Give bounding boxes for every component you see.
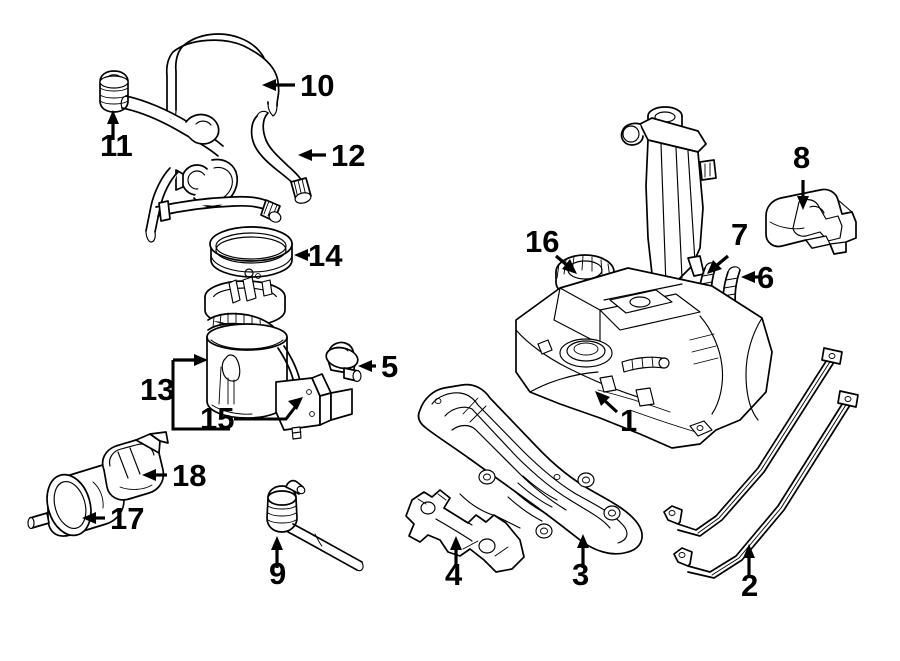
callout-leader-9: [271, 536, 283, 568]
callout-label-1: 1: [620, 403, 637, 438]
callout-label-17: 17: [110, 501, 144, 536]
callout-leader-7: [707, 254, 730, 274]
part-fuel-vapor-hose-long: [165, 33, 280, 120]
callout-leader-3: [577, 534, 589, 568]
part-fuel-filter: [27, 462, 142, 537]
part-heat-shield: [417, 383, 643, 555]
callout-leader-4: [450, 536, 462, 568]
callout-leader-11: [107, 110, 119, 140]
part-fuel-line-assembly: [99, 70, 282, 243]
part-fuel-pump-module: [204, 268, 353, 440]
callout-leader-2: [743, 544, 755, 578]
callout-label-3: 3: [572, 557, 589, 592]
part-tank-support-bracket: [405, 489, 525, 573]
part-rollover-valve-with-tube: [266, 479, 364, 572]
callout-leader-8: [797, 180, 809, 210]
part-fuel-vapor-hose-short: [250, 110, 312, 204]
callout-leader-18: [142, 469, 167, 481]
callout-label-2: 2: [741, 568, 758, 603]
callout-leader-12: [298, 149, 326, 161]
callout-leader-6: [741, 271, 762, 283]
callout-label-8: 8: [793, 140, 810, 175]
part-fuel-pressure-regulator: [325, 341, 362, 383]
callout-label-10: 10: [300, 68, 334, 103]
callout-label-6: 6: [757, 260, 774, 295]
part-fuel-filter-bracket: [101, 431, 169, 501]
callout-leader-17: [82, 512, 105, 524]
callout-leader-14: [294, 249, 310, 261]
callout-label-7: 7: [731, 217, 748, 252]
callout-label-15: 15: [200, 401, 234, 436]
callout-leader-16: [554, 254, 577, 274]
callout-label-5: 5: [381, 349, 398, 384]
callout-label-9: 9: [269, 556, 286, 591]
callout-leader-1: [595, 391, 619, 414]
callout-leader-5: [358, 360, 376, 372]
callout-label-11: 11: [100, 128, 133, 163]
part-fuel-tank: [515, 267, 773, 449]
callout-label-18: 18: [172, 458, 206, 493]
part-fuel-tank-lock-ring: [209, 226, 293, 278]
callout-leader-15: [234, 397, 303, 421]
callout-label-14: 14: [308, 238, 343, 273]
callout-leader-13: [171, 354, 230, 431]
callout-label-13: 13: [140, 372, 174, 407]
callout-label-4: 4: [445, 557, 463, 592]
callout-label-16: 16: [525, 224, 559, 259]
callout-label-12: 12: [331, 138, 365, 173]
part-fuel-tank-strap: [663, 347, 859, 579]
callout-leader-10: [262, 79, 295, 91]
part-filler-neck-shield: [765, 188, 857, 255]
